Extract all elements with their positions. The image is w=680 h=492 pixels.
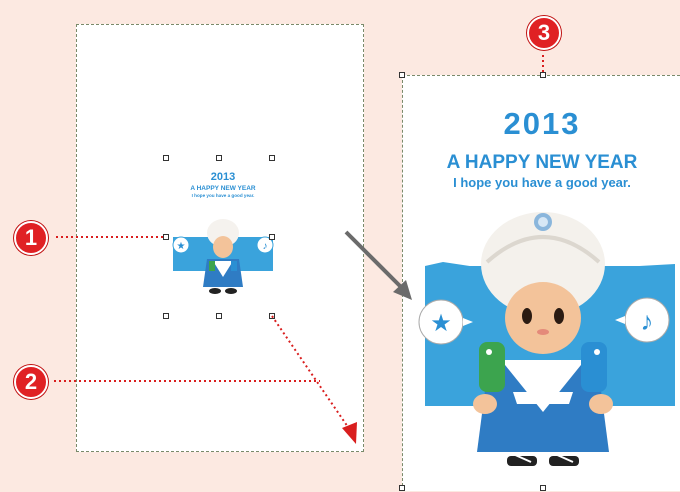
card-image-small[interactable]: 2013 A HAPPY NEW YEAR I hope you have a … — [169, 159, 277, 317]
svg-text:★: ★ — [177, 241, 186, 252]
card-subline: I hope you have a good year. — [453, 175, 631, 190]
svg-text:♪: ♪ — [263, 241, 268, 252]
selection-handle-top-left[interactable] — [163, 155, 169, 161]
star-icon: ★ — [418, 299, 473, 345]
star-icon — [172, 236, 190, 254]
card-image-enlarged[interactable]: 2013 A HAPPY NEW YEAR I hope you have a … — [402, 75, 680, 491]
card-headline: A HAPPY NEW YEAR — [446, 152, 638, 173]
card-subline-small: I hope you have a good year. — [191, 193, 255, 198]
character-illustration: ★ ♪ — [418, 212, 675, 466]
selection-handle-enlarged-top-left[interactable] — [399, 72, 405, 78]
card-year: 2013 — [503, 106, 581, 141]
selection-handle-top-center[interactable] — [216, 155, 222, 161]
music-note-icon — [256, 236, 274, 254]
selection-handle-bottom-center[interactable] — [216, 313, 222, 319]
card-headline-small: A HAPPY NEW YEAR — [190, 185, 256, 192]
selection-handle-enlarged-top-center[interactable] — [540, 72, 546, 78]
selection-handle-bottom-left[interactable] — [163, 313, 169, 319]
svg-text:♪: ♪ — [641, 306, 654, 336]
svg-text:★: ★ — [430, 310, 452, 337]
callout-badge-1: 1 — [14, 221, 48, 255]
selection-handle-middle-left[interactable] — [163, 234, 169, 240]
character-illustration-small: ★ ♪ — [172, 219, 274, 294]
callout-badge-2: 2 — [14, 365, 48, 399]
selection-handle-top-right[interactable] — [269, 155, 275, 161]
card-year-small: 2013 — [210, 171, 236, 183]
music-note-icon: ♪ — [615, 297, 670, 343]
callout-badge-3: 3 — [527, 16, 561, 50]
selection-handle-middle-right[interactable] — [269, 234, 275, 240]
